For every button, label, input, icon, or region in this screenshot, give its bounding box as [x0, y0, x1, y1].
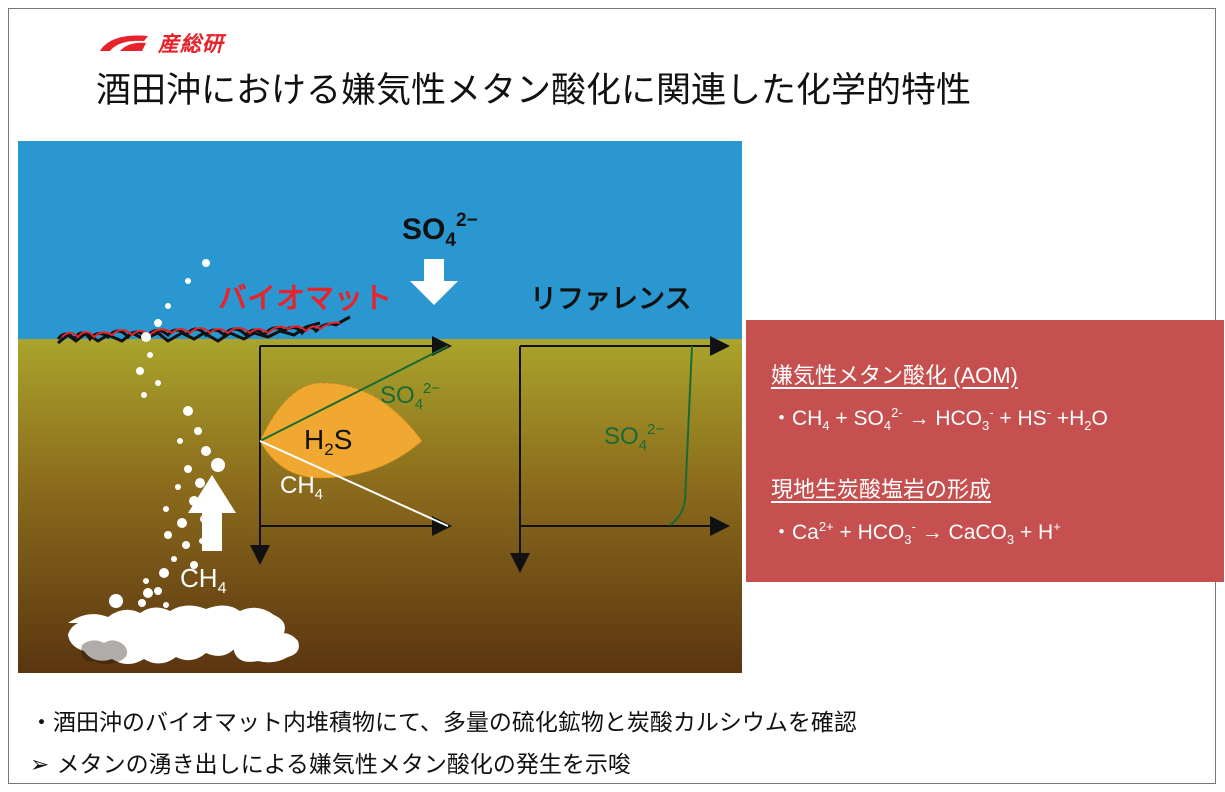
reference-label: リファレンス [530, 284, 691, 315]
aist-logo: 産総研 [98, 28, 224, 58]
carbonate-equation: ・Ca2+ + HCO3- → CaCO3 + H+ [771, 519, 1061, 548]
page-title: 酒田沖における嫌気性メタン酸化に関連した化学的特性 [96, 71, 972, 111]
aom-heading: 嫌気性メタン酸化 (AOM) [771, 363, 1018, 388]
ch4-profile-line [259, 440, 449, 527]
carbonate-heading: 現地生炭酸塩岩の形成 [771, 477, 992, 502]
aist-logo-icon [100, 35, 148, 51]
ch4-profile-label: CH4 [280, 472, 323, 503]
biomat-label: バイオマット [218, 281, 392, 315]
so4-profile-line [259, 345, 449, 442]
so4-input-arrow [410, 259, 458, 305]
so4-input-label: SO42− [402, 210, 478, 251]
h2s-zone [259, 382, 423, 479]
finding-bullet: ・酒田沖のバイオマット内堆積物にて、多量の硫化鉱物と炭酸カルシウムを確認 [30, 710, 857, 736]
carbonate-rocks [68, 588, 299, 664]
logo-text: 産総研 [158, 32, 224, 56]
reaction-info-box: 嫌気性メタン酸化 (AOM) ・CH4 + SO42- → HCO3- + HS… [746, 320, 1224, 582]
aom-equation: ・CH4 + SO42- → HCO3- + HS- +H2O [771, 405, 1108, 434]
conclusion-bullet: ➢ メタンの湧き出しによる嫌気性メタン酸化の発生を示唆 [30, 752, 631, 778]
reference-so4-line [669, 345, 693, 526]
ch4-flux-arrow [188, 475, 236, 551]
so4-profile-label: SO42− [380, 380, 440, 413]
ch4-flux-label: CH4 [180, 563, 227, 597]
aom-diagram: SO42− バイオマット リファレンス SO42− H2S CH4 SO42− … [18, 141, 742, 673]
h2s-label: H2S [304, 424, 352, 459]
reference-so4-label: SO42− [604, 421, 664, 454]
water-column [18, 141, 742, 341]
biomat-red [61, 321, 341, 339]
